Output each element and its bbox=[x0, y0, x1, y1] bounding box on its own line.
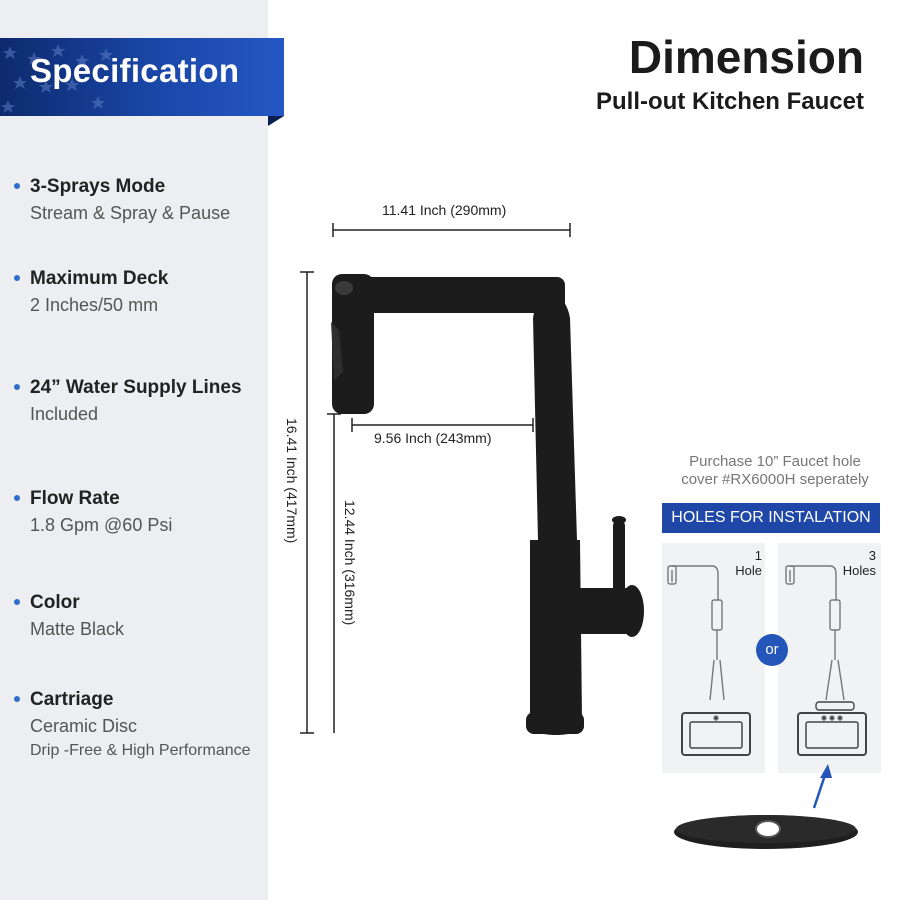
dimension-lines bbox=[300, 223, 571, 734]
one-hole-diagram bbox=[662, 543, 765, 773]
specification-banner: Specification bbox=[0, 38, 284, 116]
spec-value: 2 Inches/50 mm bbox=[30, 295, 159, 315]
spec-value: Ceramic Disc bbox=[30, 716, 138, 736]
specification-title: Specification bbox=[30, 52, 240, 89]
spec-value: 1.8 Gpm @60 Psi bbox=[30, 515, 173, 535]
bullet-icon bbox=[14, 696, 20, 702]
banner-fold bbox=[268, 116, 284, 126]
spec-value-detail: Drip -Free & High Performance bbox=[30, 742, 251, 759]
bullet-icon bbox=[14, 275, 20, 281]
holes-banner: HOLES FOR INSTALATION bbox=[662, 503, 880, 533]
dimension-subtitle: Pull-out Kitchen Faucet bbox=[595, 88, 864, 115]
spout-reach-label: 9.56 Inch (243mm) bbox=[374, 430, 492, 446]
one-hole-label: 1 Hole bbox=[722, 548, 762, 578]
purchase-line-2: cover #RX6000H seperately bbox=[681, 471, 869, 488]
three-holes-number: 3 bbox=[868, 548, 876, 563]
spec-head: 24” Water Supply Lines bbox=[30, 377, 242, 398]
stars-decoration bbox=[1, 44, 113, 113]
three-holes-diagram bbox=[778, 543, 881, 773]
three-holes-text: Holes bbox=[842, 563, 876, 578]
specification-sidebar bbox=[0, 0, 268, 900]
spec-value: Stream & Spray & Pause bbox=[30, 203, 231, 223]
spec-head: 3-Sprays Mode bbox=[30, 176, 166, 197]
bullet-icon bbox=[14, 495, 20, 501]
spec-head: Maximum Deck bbox=[30, 268, 169, 289]
bullet-icon bbox=[14, 599, 20, 605]
one-hole-text: Hole bbox=[735, 563, 762, 578]
three-holes-faucet-sketch bbox=[785, 565, 867, 756]
spec-head: Color bbox=[30, 592, 80, 613]
one-hole-number: 1 bbox=[754, 548, 762, 563]
dimension-title: Dimension bbox=[628, 31, 864, 83]
spec-value: Matte Black bbox=[30, 619, 125, 639]
bullet-icon bbox=[14, 384, 20, 390]
three-holes-label: 3 Holes bbox=[830, 548, 876, 578]
width-dimension-label: 11.41 Inch (290mm) bbox=[382, 202, 507, 218]
or-badge: or bbox=[756, 634, 788, 666]
bullet-icon bbox=[14, 183, 20, 189]
arrow-icon bbox=[812, 764, 832, 809]
purchase-line-1: Purchase 10” Faucet hole bbox=[689, 453, 861, 470]
faucet-body bbox=[331, 274, 644, 735]
purchase-note: Purchase 10” Faucet hole cover #RX6000H … bbox=[650, 453, 900, 489]
spec-value: Included bbox=[30, 404, 99, 424]
one-hole-faucet-sketch bbox=[667, 565, 751, 756]
spec-head: Flow Rate bbox=[30, 488, 120, 509]
spec-head: Cartriage bbox=[30, 689, 114, 710]
hole-cover-plate bbox=[674, 815, 858, 849]
